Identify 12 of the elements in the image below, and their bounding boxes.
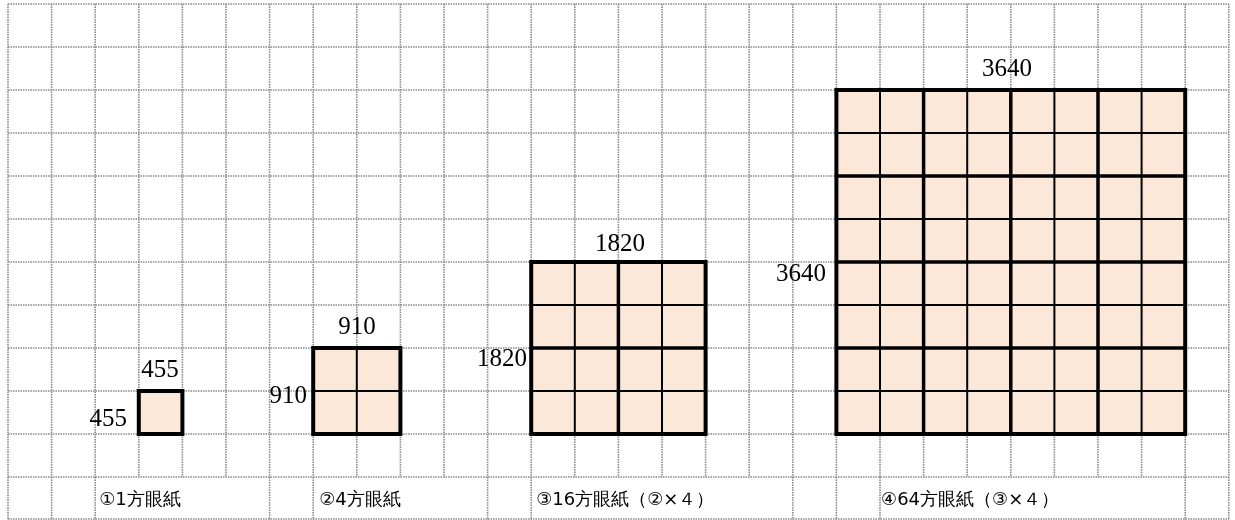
dimension-label: 455 bbox=[141, 355, 179, 381]
dimension-label: 1820 bbox=[477, 344, 527, 370]
dimension-label: 910 bbox=[269, 381, 307, 407]
dimension-label: 455 bbox=[89, 404, 127, 430]
dimension-label: 910 bbox=[338, 312, 376, 338]
dimension-label: 1820 bbox=[595, 229, 645, 255]
dimension-label: 3640 bbox=[982, 54, 1032, 80]
caption: ③16方眼紙（②×４） bbox=[536, 490, 715, 508]
caption: ①1方眼紙 bbox=[99, 490, 181, 508]
caption: ②4方眼紙 bbox=[319, 490, 401, 508]
caption: ④64方眼紙（③×４） bbox=[881, 490, 1060, 508]
dimension-label: 3640 bbox=[776, 259, 826, 285]
